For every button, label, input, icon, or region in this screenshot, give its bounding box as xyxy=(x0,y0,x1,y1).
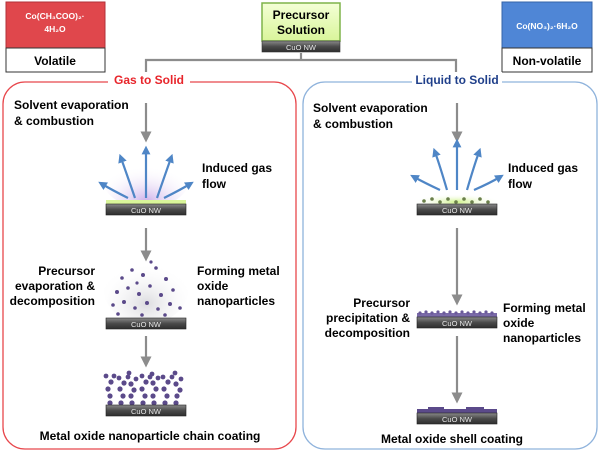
right-step2-right-line1: Forming metal xyxy=(503,301,586,315)
right-step1-line1: Solvent evaporation xyxy=(313,101,428,115)
left-gas-label-line1: Induced gas xyxy=(202,161,272,175)
right-nw-2 xyxy=(416,316,498,329)
left-gas-flow-arrows xyxy=(98,145,194,199)
left-salt-hydrate: 4H₂O xyxy=(44,24,66,34)
left-nanoparticle-chains xyxy=(103,370,184,406)
right-salt-property: Non-volatile xyxy=(513,54,582,68)
right-gas-label-line2: flow xyxy=(508,177,533,191)
right-shell-coating xyxy=(417,407,497,413)
left-nw-1 xyxy=(105,203,187,216)
left-salt-box: Co(CH₃COO)₂· 4H₂O Volatile xyxy=(5,1,106,73)
right-step2-left-line2: precipitation & xyxy=(326,311,410,325)
left-nanoparticles xyxy=(111,260,182,317)
right-salt-box: Co(NO₃)₂·6H₂O Non-volatile xyxy=(501,1,593,73)
left-nw-2-label: CuO NW xyxy=(131,320,162,329)
left-step2-right-line1: Forming metal xyxy=(197,264,280,278)
left-gas-label-line2: flow xyxy=(202,177,227,191)
left-nw-1-label: CuO NW xyxy=(131,206,162,215)
left-step1-line1: Solvent evaporation xyxy=(14,98,129,112)
right-nw-1-label: CuO NW xyxy=(442,206,473,215)
precursor-substrate-label: CuO NW xyxy=(286,43,317,52)
right-nw-3-label: CuO NW xyxy=(442,415,473,424)
left-step2-left-line3: decomposition xyxy=(10,294,95,308)
right-step1-line2: & combustion xyxy=(313,117,393,131)
right-precursor-dots xyxy=(422,197,490,204)
right-panel-heading: Liquid to Solid xyxy=(415,73,498,87)
right-gas-flow-arrows xyxy=(410,138,504,192)
left-step2-right-line2: oxide xyxy=(197,279,229,293)
right-nw-1 xyxy=(416,203,498,216)
right-nw-2-label: CuO NW xyxy=(442,319,473,328)
right-step2-right-line3: nanoparticles xyxy=(503,331,581,345)
precursor-solution-box: Precursor Solution CuO NW xyxy=(261,2,341,53)
branch-connector xyxy=(144,53,458,72)
right-panel: Liquid to Solid Solvent evaporation & co… xyxy=(302,72,598,450)
precursor-title-line1: Precursor xyxy=(273,8,330,22)
left-panel-heading: Gas to Solid xyxy=(114,73,184,87)
left-step2-left-line1: Precursor xyxy=(38,264,95,278)
right-final-label: Metal oxide shell coating xyxy=(381,432,523,446)
left-nw-2 xyxy=(105,317,187,330)
left-nw-3-label: CuO NW xyxy=(131,407,162,416)
right-salt-formula: Co(NO₃)₂·6H₂O xyxy=(516,21,578,31)
left-step2-right-line3: nanoparticles xyxy=(197,294,275,308)
right-step2-left-line3: decomposition xyxy=(325,326,410,340)
right-precipitate-layer xyxy=(417,310,497,317)
right-step2-right-line2: oxide xyxy=(503,316,535,330)
left-nw-3 xyxy=(105,404,187,417)
left-panel: Gas to Solid Solvent evaporation & combu… xyxy=(2,72,297,450)
left-particle-cloud xyxy=(104,256,188,324)
right-step2-left-line1: Precursor xyxy=(353,296,410,310)
left-final-label: Metal oxide nanoparticle chain coating xyxy=(40,429,261,443)
left-salt-property: Volatile xyxy=(34,54,76,68)
precursor-title-line2: Solution xyxy=(277,23,325,37)
left-step2-left-line2: evaporation & xyxy=(15,279,95,293)
right-nw-3 xyxy=(416,412,498,425)
left-step1-line2: & combustion xyxy=(14,114,94,128)
left-salt-formula: Co(CH₃COO)₂· xyxy=(25,11,84,21)
right-gas-label-line1: Induced gas xyxy=(508,161,578,175)
